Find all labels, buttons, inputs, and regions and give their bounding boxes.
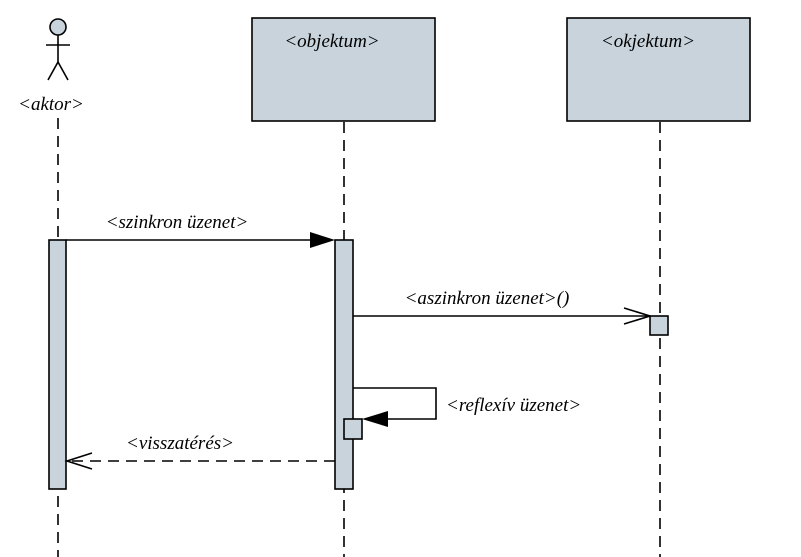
return-message-label: <visszatérés> <box>126 433 234 454</box>
object1-rect <box>251 17 436 122</box>
filled-arrowhead-icon <box>362 411 388 427</box>
object1-label: <objektum> <box>284 31 379 52</box>
actor-label: <aktor> <box>18 94 84 115</box>
object1-reflexive-activation <box>343 418 363 440</box>
reflexive-message-line <box>353 387 437 420</box>
object1-activation-bar <box>334 239 354 490</box>
object2-rect <box>566 17 751 122</box>
object1-box: <objektum> <box>251 17 436 122</box>
actor-stick-figure-icon <box>46 18 70 81</box>
reflexive-message-label: <reflexív üzenet> <box>446 395 581 416</box>
actor: <aktor> <box>18 18 84 115</box>
sync-message-label: <szinkron üzenet> <box>106 212 249 233</box>
actor-head <box>49 18 67 36</box>
filled-arrowhead-icon <box>310 232 335 248</box>
sync-message: <szinkron üzenet> <box>66 212 335 248</box>
actor-activation-bar <box>48 239 67 490</box>
open-arrowhead-icon <box>623 307 653 325</box>
async-message-label: <aszinkron üzenet>() <box>405 288 570 309</box>
lifelines <box>57 118 661 557</box>
object2-label: <okjektum> <box>601 31 695 52</box>
object2-async-activation <box>649 315 669 336</box>
reflexive-message: <reflexív üzenet> <box>353 387 581 427</box>
object2-box: <okjektum> <box>566 17 751 122</box>
open-arrowhead-icon <box>64 452 93 470</box>
return-message: <visszatérés> <box>64 433 335 470</box>
async-message: <aszinkron üzenet>() <box>353 288 653 325</box>
